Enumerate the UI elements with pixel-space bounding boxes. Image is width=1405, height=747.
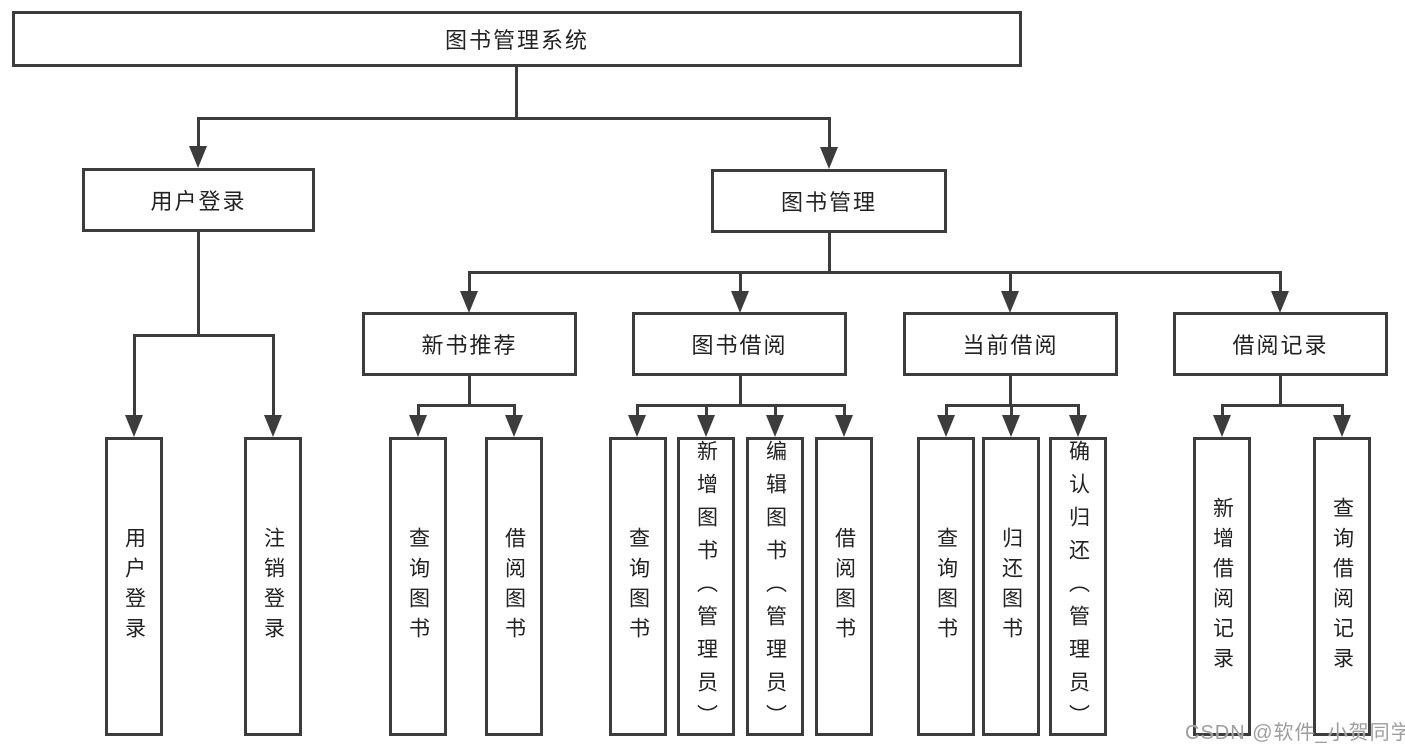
- arrowhead-nbr-borrow-books: [505, 415, 523, 437]
- connector-bb-edit-shaft: [774, 404, 777, 417]
- node-label: 当前借阅: [962, 333, 1059, 358]
- connector-current-borrowing-stem: [1009, 376, 1012, 406]
- leaf-label: 借阅图书: [832, 526, 856, 647]
- connector-bb-add-shaft: [705, 404, 708, 417]
- arrowhead-borrowing-records: [1271, 291, 1289, 313]
- node-borrowing-records: 借阅记录: [1173, 312, 1388, 376]
- leaf-br-add-record: 新增借阅记录: [1193, 437, 1251, 736]
- node-label: 用户登录: [150, 189, 247, 214]
- node-label: 新书推荐: [421, 333, 518, 358]
- connector-leaf-login-shaft: [133, 334, 136, 417]
- connector-bb-borrow-shaft: [843, 404, 846, 417]
- connector-borrowing-records-stem: [1279, 376, 1282, 406]
- connector-borrowing-records-rail: [1221, 404, 1344, 407]
- node-current-borrowing: 当前借阅: [903, 312, 1118, 376]
- arrowhead-bb-edit-books: [766, 415, 784, 437]
- arrowhead-cb-confirm-return: [1069, 415, 1087, 437]
- leaf-bb-add-books-admin: 新增图书（管理员）: [677, 437, 735, 737]
- arrowhead-new-book-recommendation: [460, 291, 478, 313]
- arrowhead-cb-query-books: [937, 415, 955, 437]
- arrowhead-book-borrowing: [731, 291, 749, 313]
- leaf-label: 查询图书: [406, 526, 430, 647]
- connector-cb-confirm-shaft: [1077, 404, 1080, 417]
- connector-book-borrowing-rail: [636, 404, 846, 407]
- leaf-bb-query-books: 查询图书: [609, 437, 667, 736]
- leaf-label: 编辑图书（管理员）: [763, 440, 787, 737]
- leaf-label: 用户登录: [122, 526, 146, 647]
- connector-nbr-query-shaft: [417, 404, 420, 417]
- leaf-label: 新增借阅记录: [1210, 496, 1234, 677]
- connector-book-borrowing-shaft: [739, 271, 742, 292]
- node-label: 图书管理: [780, 190, 877, 215]
- connector-new-book-stem: [468, 376, 471, 406]
- connector-user-login-shaft: [197, 117, 200, 148]
- connector-root-stem: [515, 67, 518, 119]
- connector-book-borrowing-stem: [739, 376, 742, 406]
- arrowhead-book-management: [820, 147, 838, 169]
- connector-new-book-shaft: [468, 271, 471, 292]
- node-label: 图书管理系统: [444, 28, 589, 53]
- arrowhead-br-add-record: [1213, 415, 1231, 437]
- node-book-borrowing: 图书借阅: [632, 312, 847, 376]
- leaf-label: 查询图书: [626, 526, 650, 647]
- connector-root-rail: [197, 117, 831, 120]
- leaf-label: 查询借阅记录: [1330, 496, 1354, 677]
- arrowhead-leaf-login: [125, 415, 143, 437]
- leaf-cb-confirm-return-admin: 确认归还（管理员）: [1049, 437, 1107, 737]
- node-new-book-recommendation: 新书推荐: [362, 312, 577, 376]
- connector-user-login-rail: [133, 334, 274, 337]
- leaf-label: 归还图书: [999, 526, 1023, 647]
- leaf-br-query-record: 查询借阅记录: [1313, 437, 1371, 736]
- arrowhead-nbr-query-books: [409, 415, 427, 437]
- leaf-label: 确认归还（管理员）: [1066, 440, 1090, 737]
- node-library-management-system: 图书管理系统: [12, 11, 1022, 67]
- arrowhead-leaf-logout: [264, 415, 282, 437]
- connector-current-borrowing-shaft: [1009, 271, 1012, 292]
- arrowhead-cb-return-books: [1002, 415, 1020, 437]
- leaf-label: 新增图书（管理员）: [694, 440, 718, 737]
- leaf-logout: 注销登录: [244, 437, 302, 736]
- connector-borrowing-records-shaft: [1279, 271, 1282, 292]
- leaf-user-login: 用户登录: [105, 437, 163, 736]
- csdn-watermark: CSDN @软件_小贺同学: [1185, 722, 1405, 744]
- leaf-nbr-query-books: 查询图书: [389, 437, 447, 736]
- arrowhead-user-login: [189, 146, 207, 168]
- connector-user-login-stem: [197, 232, 200, 336]
- connector-leaf-logout-shaft: [272, 334, 275, 417]
- leaf-nbr-borrow-books: 借阅图书: [485, 437, 543, 736]
- connector-cb-query-shaft: [945, 404, 948, 417]
- connector-book-management-rail: [468, 271, 1281, 274]
- leaf-label: 注销登录: [261, 526, 285, 647]
- arrowhead-bb-borrow-books: [835, 415, 853, 437]
- leaf-label: 借阅图书: [502, 526, 526, 647]
- node-label: 图书借阅: [691, 333, 788, 358]
- leaf-cb-return-books: 归还图书: [982, 437, 1040, 736]
- connector-cb-return-shaft: [1010, 404, 1013, 417]
- leaf-bb-edit-books-admin: 编辑图书（管理员）: [746, 437, 804, 737]
- connector-br-add-shaft: [1221, 404, 1224, 417]
- arrowhead-br-query-record: [1333, 415, 1351, 437]
- node-user-login: 用户登录: [82, 168, 315, 232]
- arrowhead-current-borrowing: [1001, 291, 1019, 313]
- arrowhead-bb-add-books: [697, 415, 715, 437]
- connector-nbr-borrow-shaft: [513, 404, 516, 417]
- node-book-management: 图书管理: [711, 169, 947, 233]
- connector-bb-query-shaft: [636, 404, 639, 417]
- node-label: 借阅记录: [1232, 333, 1329, 358]
- leaf-label: 查询图书: [934, 526, 958, 647]
- arrowhead-bb-query-books: [628, 415, 646, 437]
- connector-br-query-shaft: [1341, 404, 1344, 417]
- connector-book-management-shaft: [828, 117, 831, 148]
- connector-new-book-rail: [417, 404, 516, 407]
- connector-book-management-stem: [828, 233, 831, 273]
- leaf-bb-borrow-books: 借阅图书: [815, 437, 873, 736]
- leaf-cb-query-books: 查询图书: [917, 437, 975, 736]
